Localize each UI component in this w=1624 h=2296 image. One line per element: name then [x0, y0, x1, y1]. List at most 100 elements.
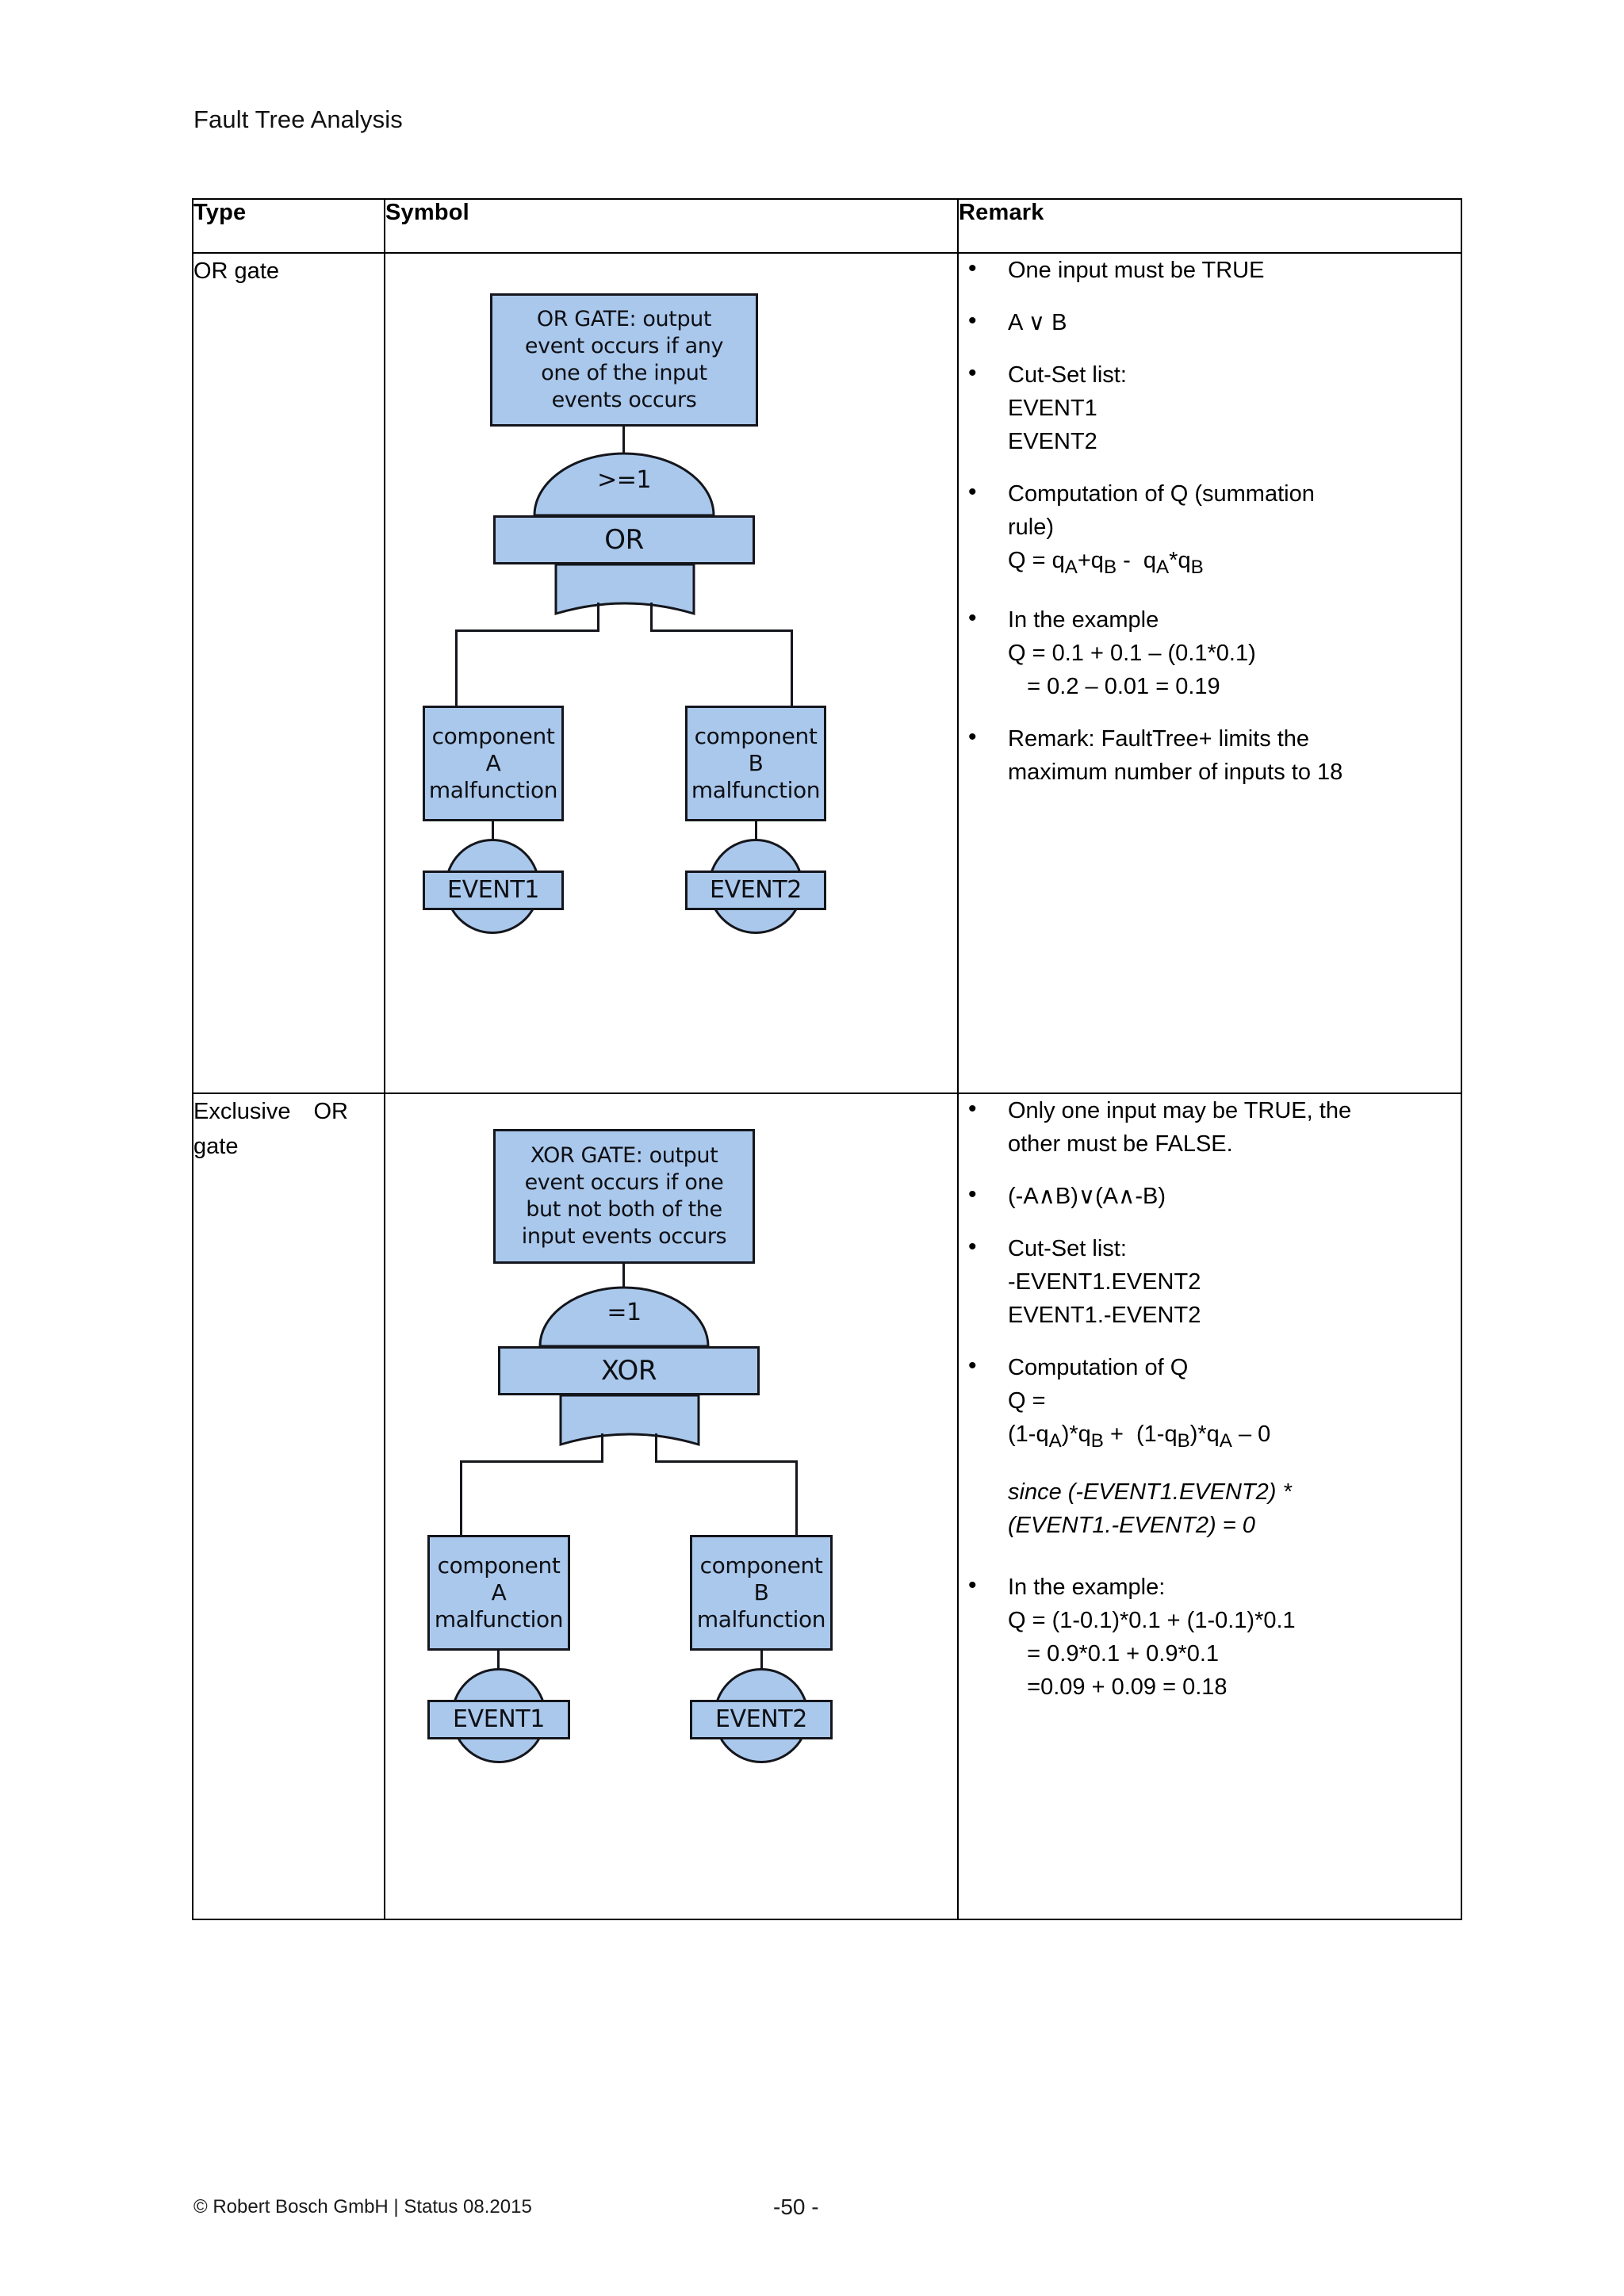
gate-type-xor-line2: gate	[193, 1134, 239, 1159]
basic-event-label-1: EVENT1	[423, 871, 564, 910]
remark-item: In the example: Q = (1-0.1)*0.1 + (1-0.1…	[959, 1569, 1461, 1704]
gate-type-xor-line1: Exclusive OR	[193, 1099, 348, 1124]
comment-line-3: one of the input	[541, 361, 707, 385]
child-a-line2: malfunction	[434, 1606, 564, 1632]
gate-symbol-or-diagram: OR GATE: output event occurs if any one …	[384, 252, 959, 1094]
comment-line-2: event occurs if one	[524, 1170, 724, 1195]
table-row-xor-gate: Exclusive OR gate XOR GATE: output event…	[192, 1093, 1462, 1920]
connector-down-to-child-a	[460, 1460, 462, 1538]
remark-line: Q = (1-0.1)*0.1 + (1-0.1)*0.1	[1008, 1607, 1296, 1633]
connector-horizontal-left	[460, 1460, 603, 1463]
remark-list-xor: Only one input may be TRUE, the other mu…	[959, 1093, 1461, 1704]
basic-event-label-2: EVENT2	[690, 1700, 833, 1739]
or-gate-dome-shape	[533, 452, 715, 517]
child-b-line1: component B	[694, 723, 818, 776]
connector-gate-stub-left	[597, 603, 599, 631]
remark-line: In the example:	[1008, 1574, 1166, 1600]
remark-line: Computation of Q (summation	[1008, 481, 1315, 507]
remark-line: Cut-Set list:	[1008, 362, 1127, 388]
remark-line: In the example	[1008, 607, 1159, 633]
gate-type-or: OR gate	[192, 252, 385, 1094]
child-a-line1: component A	[431, 723, 555, 776]
fault-tree-gate-table: Type Symbol Remark OR gate OR GATE: outp…	[192, 198, 1462, 1920]
remark-line: EVENT1.-EVENT2	[1008, 1303, 1201, 1328]
child-box-component-b: component B malfunction	[690, 1535, 833, 1651]
remark-line: Q =	[1008, 1388, 1046, 1414]
remark-line: Remark: FaultTree+ limits the	[1008, 725, 1310, 752]
remark-item: Cut-Set list: EVENT1 EVENT2	[959, 357, 1461, 458]
column-header-symbol: Symbol	[384, 198, 959, 254]
remark-formula: (1-qA)*qB + (1-qB)*qA – 0	[1008, 1422, 1271, 1452]
remark-line: EVENT2	[1008, 429, 1097, 454]
child-b-line2: malfunction	[696, 1606, 826, 1632]
remark-item: Cut-Set list: -EVENT1.EVENT2 EVENT1.-EVE…	[959, 1230, 1461, 1332]
remark-item: Only one input may be TRUE, the other mu…	[959, 1093, 1461, 1161]
connector-down-to-child-a	[455, 629, 458, 709]
basic-event-label-2: EVENT2	[685, 871, 826, 910]
connector-a-to-event1	[497, 1651, 500, 1670]
connector-comment-to-gate	[622, 427, 625, 453]
remark-line: A ∨ B	[1008, 310, 1067, 335]
column-header-remark: Remark	[957, 198, 1462, 254]
connector-horizontal-left	[455, 629, 599, 632]
remark-line: other must be FALSE.	[1008, 1131, 1233, 1157]
connector-horizontal-right	[650, 629, 793, 632]
remark-formula: Q = qA+qB - qA*qB	[1008, 548, 1204, 578]
remark-line: Cut-Set list:	[1008, 1236, 1127, 1261]
child-a-line2: malfunction	[428, 777, 558, 803]
connector-gate-stub-left	[601, 1433, 603, 1462]
comment-line-1: OR GATE: output	[536, 307, 712, 331]
comment-line-2: event occurs if any	[524, 334, 724, 358]
child-b-line1: component B	[699, 1552, 823, 1605]
remark-line: rule)	[1008, 515, 1055, 540]
remark-line: = 0.2 – 0.01 = 0.19	[1008, 673, 1220, 699]
remark-item: (-A∧B)∨(A∧-B)	[959, 1178, 1461, 1213]
remark-line: One input must be TRUE	[1008, 258, 1265, 283]
remark-item: A ∨ B	[959, 304, 1461, 339]
remark-item: One input must be TRUE	[959, 252, 1461, 287]
connector-down-to-child-b	[791, 629, 793, 709]
remark-line: -EVENT1.EVENT2	[1008, 1269, 1201, 1295]
remark-line: =0.09 + 0.09 = 0.18	[1008, 1674, 1228, 1700]
remark-item: Computation of Q (summation rule) Q = qA…	[959, 476, 1461, 584]
remark-line: Q = 0.1 + 0.1 – (0.1*0.1)	[1008, 640, 1256, 666]
child-box-component-b: component B malfunction	[685, 706, 826, 821]
or-gate-name-bar: OR	[493, 515, 755, 564]
comment-box-or: OR GATE: output event occurs if any one …	[490, 293, 758, 427]
child-b-line2: malfunction	[691, 777, 821, 803]
gate-type-xor: Exclusive OR gate	[192, 1093, 385, 1920]
remark-item: Remark: FaultTree+ limits the maximum nu…	[959, 721, 1461, 789]
connector-comment-to-gate	[622, 1264, 625, 1288]
comment-line-1: XOR GATE: output	[530, 1143, 718, 1168]
footer-page-number: -50 -	[773, 2195, 819, 2219]
connector-gate-stub-right	[650, 603, 653, 631]
page-title: Fault Tree Analysis	[193, 105, 403, 133]
column-header-type: Type	[192, 198, 385, 254]
remark-cell-or: One input must be TRUE A ∨ B Cut-Set lis…	[957, 252, 1462, 1094]
gate-symbol-xor-diagram: XOR GATE: output event occurs if one but…	[384, 1093, 959, 1920]
basic-event-label-1: EVENT1	[427, 1700, 570, 1739]
remark-item: In the example Q = 0.1 + 0.1 – (0.1*0.1)…	[959, 602, 1461, 703]
remark-line: maximum number of inputs to 18	[1008, 759, 1343, 785]
xor-gate-name-bar: XOR	[498, 1346, 760, 1395]
child-box-component-a: component A malfunction	[423, 706, 564, 821]
comment-line-4: events occurs	[551, 388, 697, 412]
comment-line-3: but not both of the	[526, 1197, 722, 1222]
table-row-or-gate: OR gate OR GATE: output event occurs if …	[192, 252, 1462, 1094]
connector-horizontal-right	[655, 1460, 798, 1463]
remark-list-or: One input must be TRUE A ∨ B Cut-Set lis…	[959, 252, 1461, 789]
comment-line-4: input events occurs	[521, 1224, 727, 1249]
or-gate-symbol-label: >=1	[597, 466, 651, 494]
child-a-line1: component A	[437, 1552, 561, 1605]
connector-down-to-child-b	[795, 1460, 798, 1538]
child-box-component-a: component A malfunction	[427, 1535, 570, 1651]
remark-note-line: since (-EVENT1.EVENT2) *	[1008, 1479, 1292, 1505]
remark-line: (-A∧B)∨(A∧-B)	[1008, 1184, 1166, 1209]
or-gate-lower-shape	[554, 563, 695, 616]
remark-note-line: (EVENT1.-EVENT2) = 0	[1008, 1512, 1255, 1538]
remark-item: Computation of Q Q = (1-qA)*qB + (1-qB)*…	[959, 1349, 1461, 1542]
remark-line: = 0.9*0.1 + 0.9*0.1	[1008, 1640, 1220, 1667]
comment-box-xor: XOR GATE: output event occurs if one but…	[493, 1129, 755, 1264]
gate-type-or-line1: OR gate	[193, 258, 279, 284]
